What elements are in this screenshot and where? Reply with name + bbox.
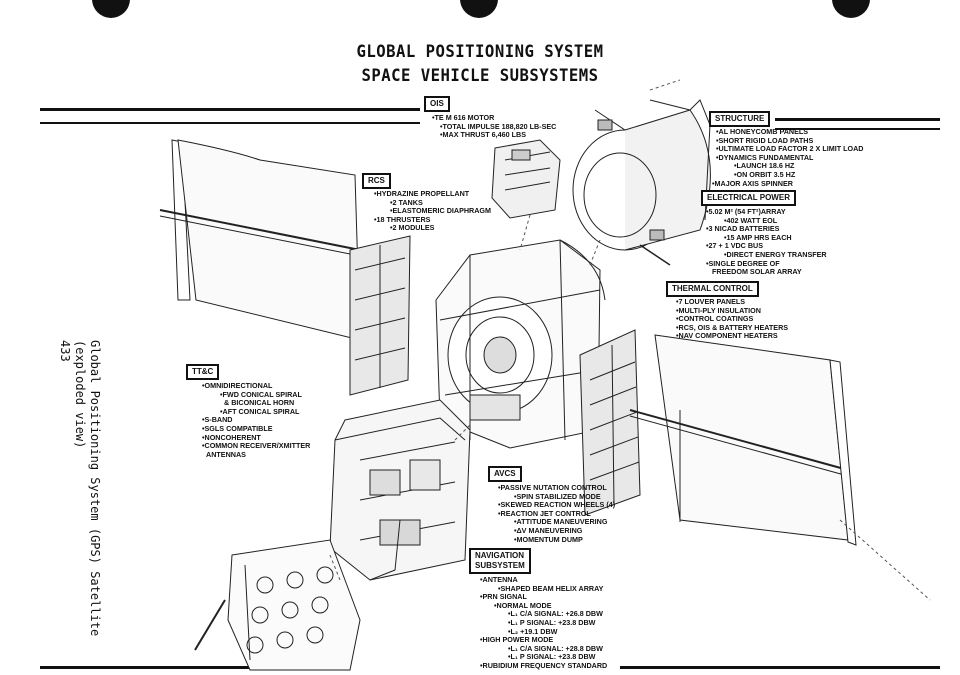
ttc-label: TT&C xyxy=(186,364,220,380)
explode-guide-lines xyxy=(330,80,930,600)
side-caption: Global Positioning System (GPS) Satellit… xyxy=(57,340,102,636)
avcs-label: AVCS xyxy=(488,466,522,482)
central-bus-structure xyxy=(436,240,605,448)
side-caption-line2: (exploded view) xyxy=(73,340,87,449)
rcs-item: •2 TANKS xyxy=(390,197,423,207)
navigation-item: •NORMAL MODE xyxy=(494,600,552,610)
structure-label: STRUCTURE xyxy=(709,111,771,127)
navigation-item: •L₁ P SIGNAL: +23.8 DBW xyxy=(508,617,596,627)
navigation-spec-list: •ANTENNA •SHAPED BEAM HELIX ARRAY •PRN S… xyxy=(480,575,608,671)
electrical-item: •DIRECT ENERGY TRANSFER xyxy=(724,249,827,259)
thermal-control-label: THERMAL CONTROL xyxy=(666,281,759,297)
ois-item: •MAX THRUST 6,460 LBS xyxy=(440,130,526,140)
ttc-item: ANTENNAS xyxy=(206,449,246,459)
rcs-item: •18 THRUSTERS xyxy=(374,214,431,224)
ois-motor-module xyxy=(492,140,560,218)
thermal-item: •7 LOUVER PANELS xyxy=(676,297,746,306)
thermal-item: •NAV COMPONENT HEATERS xyxy=(676,331,778,341)
diagram-title-line1: GLOBAL POSITIONING SYSTEM xyxy=(356,42,604,62)
ttc-item: •OMNIDIRECTIONAL xyxy=(202,381,273,390)
navigation-item: •SHAPED BEAM HELIX ARRAY xyxy=(498,583,604,593)
right-solar-array xyxy=(630,335,856,545)
electrical-item: FREEDOM SOLAR ARRAY xyxy=(712,267,802,277)
helix-antenna-array xyxy=(195,540,360,670)
structure-item: •MAJOR AXIS SPINNER xyxy=(712,178,793,188)
rule-top-right xyxy=(775,118,940,121)
lower-payload-module xyxy=(330,400,470,580)
navigation-item: •L₂ +19.1 DBW xyxy=(508,626,558,636)
navigation-item: •PRN SIGNAL xyxy=(480,592,527,602)
avcs-item: •ΔV MANEUVERING xyxy=(514,525,583,535)
navigation-item: •L₁ C/A SIGNAL: +26.8 DBW xyxy=(508,609,603,619)
navigation-item: •L₁ C/A SIGNAL: +28.8 DBW xyxy=(508,643,603,653)
rcs-spec-list: •HYDRAZINE PROPELLANT •2 TANKS •ELASTOME… xyxy=(374,189,492,233)
structure-item: •ULTIMATE LOAD FACTOR 2 X LIMIT LOAD xyxy=(716,144,864,154)
ttc-item: & BICONICAL HORN xyxy=(224,398,295,408)
structure-upper-module xyxy=(573,100,710,265)
avcs-item: •PASSIVE NUTATION CONTROL xyxy=(498,483,607,492)
avcs-item: •ATTITUDE MANEUVERING xyxy=(514,517,608,527)
avcs-spec-list: •PASSIVE NUTATION CONTROL •SPIN STABILIZ… xyxy=(498,483,616,544)
punch-hole-right xyxy=(832,0,870,18)
navigation-item: •RUBIDIUM FREQUENCY STANDARD xyxy=(480,660,608,670)
structure-spec-list: •AL HONEYCOMB PANELS •SHORT RIGID LOAD P… xyxy=(712,127,864,188)
rcs-item: •ELASTOMERIC DIAPHRAGM xyxy=(390,206,492,216)
ois-spec-list: •TE M 616 MOTOR •TOTAL IMPULSE 188,820 L… xyxy=(432,113,557,140)
page-number: 433 xyxy=(58,340,72,362)
punch-hole-left xyxy=(92,0,130,18)
avcs-item: •REACTION JET CONTROL xyxy=(498,508,591,518)
electrical-item: •5.02 M² (54 FT²)ARRAY xyxy=(706,207,786,216)
navigation-subsystem-label: NAVIGATION SUBSYSTEM xyxy=(469,548,531,574)
navigation-item: •HIGH POWER MODE xyxy=(480,635,554,645)
ttc-item: •NONCOHERENT xyxy=(202,432,261,442)
avcs-item: •SKEWED REACTION WHEELS (4) xyxy=(498,500,616,510)
ttc-item: •SGLS COMPATIBLE xyxy=(202,423,273,433)
rcs-label: RCS xyxy=(362,173,391,189)
structure-item: •AL HONEYCOMB PANELS xyxy=(716,127,809,136)
electrical-item: •402 WATT EOL xyxy=(724,215,778,225)
ois-label: OIS xyxy=(424,96,450,112)
electrical-item: •SINGLE DEGREE OF xyxy=(706,258,780,268)
navigation-item: •ANTENNA xyxy=(480,575,518,584)
rule-top-right-2 xyxy=(775,128,940,130)
ttc-spec-list: •OMNIDIRECTIONAL •FWD CONICAL SPIRAL & B… xyxy=(202,381,311,459)
side-caption-line1: Global Positioning System (GPS) Satellit… xyxy=(88,340,102,637)
navigation-label-line1: NAVIGATION xyxy=(475,551,525,560)
electrical-item: •27 + 1 VDC BUS xyxy=(706,241,764,251)
louver-panel xyxy=(580,330,640,515)
thermal-item: •RCS, OIS & BATTERY HEATERS xyxy=(676,322,789,332)
electrical-item: •15 AMP HRS EACH xyxy=(724,232,792,242)
rcs-item: •HYDRAZINE PROPELLANT xyxy=(374,189,470,198)
ttc-item: •COMMON RECEIVER/XMITTER xyxy=(202,441,311,451)
navigation-item: •L₁ P SIGNAL: +23.8 DBW xyxy=(508,652,596,662)
rule-top-left-2 xyxy=(40,122,420,124)
structure-item: •LAUNCH 18.6 HZ xyxy=(734,161,795,171)
structure-item: •SHORT RIGID LOAD PATHS xyxy=(716,135,814,145)
ttc-item: •FWD CONICAL SPIRAL xyxy=(220,389,302,399)
electrical-power-label: ELECTRICAL POWER xyxy=(701,190,796,206)
ttc-item: •AFT CONICAL SPIRAL xyxy=(220,406,300,416)
left-solar-array xyxy=(160,140,410,395)
thermal-control-spec-list: •7 LOUVER PANELS •MULTI-PLY INSULATION •… xyxy=(676,297,789,341)
navigation-label-line2: SUBSYSTEM xyxy=(475,561,525,570)
rule-top-left xyxy=(40,108,420,111)
punch-hole-center xyxy=(460,0,498,18)
avcs-item: •MOMENTUM DUMP xyxy=(514,534,583,544)
ttc-item: •S-BAND xyxy=(202,415,233,425)
ois-item: •TOTAL IMPULSE 188,820 LB-SEC xyxy=(440,121,557,131)
electrical-power-spec-list: •5.02 M² (54 FT²)ARRAY •402 WATT EOL •3 … xyxy=(706,207,827,277)
structure-item: •DYNAMICS FUNDAMENTAL xyxy=(716,152,814,162)
avcs-item: •SPIN STABILIZED MODE xyxy=(514,491,601,501)
diagram-title-line2: SPACE VEHICLE SUBSYSTEMS xyxy=(361,66,599,86)
structure-item: •ON ORBIT 3.5 HZ xyxy=(734,169,796,179)
thermal-item: •MULTI-PLY INSULATION xyxy=(676,305,761,315)
ois-item: •TE M 616 MOTOR xyxy=(432,113,495,122)
thermal-item: •CONTROL COATINGS xyxy=(676,314,754,324)
rule-bottom-left xyxy=(40,666,270,669)
electrical-item: •3 NICAD BATTERIES xyxy=(706,224,780,234)
rcs-item: •2 MODULES xyxy=(390,223,435,233)
rule-bottom-right xyxy=(620,666,940,669)
